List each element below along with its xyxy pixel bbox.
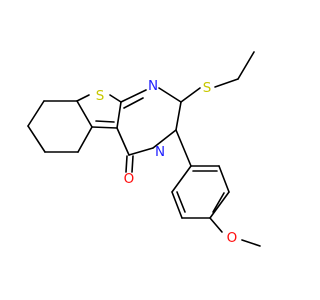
molecule-structure: S N S N O O [0, 0, 300, 300]
ring-nitrogen-top-label: N [148, 78, 158, 94]
ring-nitrogen-label: N [155, 144, 165, 160]
thioether-sulfur-label: S [203, 80, 212, 96]
thiophene-sulfur-label: S [96, 88, 105, 104]
methoxy-oxygen-label: O [227, 230, 238, 246]
bond-lines [27, 51, 261, 247]
background [0, 0, 300, 300]
carbonyl-oxygen-label: O [124, 171, 135, 187]
atom-labels: S N S N O O [96, 78, 238, 246]
